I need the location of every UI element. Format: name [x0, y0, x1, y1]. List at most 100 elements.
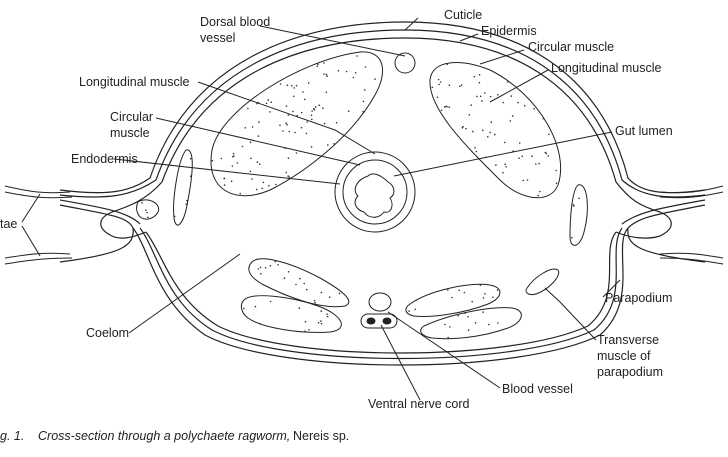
stipple-dot	[472, 130, 474, 133]
stipple-dot	[364, 66, 367, 68]
stipple-dot	[306, 121, 308, 123]
label-circular-muscle-inner: Circular	[110, 110, 153, 124]
stipple-dot	[327, 144, 329, 146]
stipple-dot	[533, 107, 535, 110]
stipple-dot	[300, 111, 303, 114]
stipple-dot	[285, 171, 288, 174]
stipple-dot	[211, 159, 214, 162]
stipple-dot	[474, 147, 476, 149]
stipple-dot	[265, 102, 268, 105]
stipple-dot	[504, 163, 507, 165]
label-transverse: Transverse	[597, 333, 659, 347]
stipple-dot	[436, 96, 439, 99]
stipple-dot	[414, 308, 417, 311]
stipple-dot	[542, 117, 545, 120]
stipple-dot	[267, 99, 270, 101]
stipple-dot	[362, 110, 364, 113]
stipple-dot	[510, 95, 513, 97]
caption-text: Cross-section through a polychaete ragwo…	[38, 429, 290, 443]
stipple-dot	[374, 78, 376, 80]
stipple-dot	[304, 98, 306, 101]
stipple-dot	[285, 122, 288, 124]
stipple-dot	[259, 322, 261, 325]
stipple-dot	[220, 157, 223, 160]
stipple-dot	[320, 320, 322, 322]
stipple-dot	[444, 323, 446, 326]
stipple-dot	[431, 86, 434, 89]
label-dorsal-blood-vessel: Dorsal blood	[200, 15, 270, 29]
stipple-dot	[257, 135, 260, 137]
stipple-dot	[304, 330, 306, 333]
stipple-dot	[572, 204, 575, 206]
stipple-dot	[461, 127, 464, 129]
stipple-dot	[555, 182, 558, 185]
label-transverse-2: muscle of	[597, 349, 651, 363]
stipple-dot	[458, 289, 461, 292]
stipple-dot	[233, 155, 235, 157]
stipple-dot	[539, 190, 541, 193]
stipple-dot	[478, 74, 481, 76]
stipple-dot	[261, 187, 264, 190]
stipple-dot	[232, 153, 235, 155]
stipple-dot	[505, 166, 507, 168]
stipple-dot	[189, 157, 192, 160]
stipple-dot	[475, 150, 478, 153]
dorsal-blood-vessel	[394, 52, 416, 74]
stipple-dot	[490, 121, 493, 123]
stipple-dot	[474, 322, 477, 324]
caption-species: Nereis sp.	[293, 429, 349, 443]
nerve-cord-right-bundle	[382, 317, 392, 325]
figure-caption: g. 1. Cross-section through a polychaete…	[0, 429, 349, 443]
stipple-dot	[479, 284, 482, 287]
stipple-dot	[345, 70, 348, 73]
stipple	[141, 55, 580, 340]
stipple-dot	[449, 326, 451, 328]
stipple-dot	[459, 85, 461, 88]
stipple-dot	[231, 165, 234, 167]
ventral-blood-vessel	[368, 292, 392, 312]
stipple-dot	[467, 329, 470, 332]
right-longitudinal-muscle	[429, 62, 562, 199]
stipple-dot	[320, 291, 323, 294]
stipple-dot	[279, 83, 282, 85]
label-longitudinal-muscle-right: Longitudinal muscle	[551, 61, 662, 75]
stipple-dot	[288, 130, 291, 133]
stipple-dot	[310, 146, 313, 148]
stipple-dot	[186, 199, 188, 202]
stipple-dot	[489, 131, 491, 134]
transverse-muscle	[525, 268, 560, 295]
stipple-dot	[282, 130, 284, 132]
stipple-dot	[502, 101, 505, 104]
stipple-dot	[185, 203, 188, 205]
stipple-dot	[244, 127, 247, 129]
left-oblique-muscle	[173, 149, 193, 226]
stipple-dot	[223, 184, 226, 186]
stipple-dot	[259, 163, 261, 165]
label-gut-lumen: Gut lumen	[615, 124, 673, 138]
stipple-dot	[145, 209, 147, 212]
stipple-dot	[492, 296, 494, 299]
stipple-dot	[249, 170, 252, 173]
stipple-dot	[471, 300, 474, 303]
stipple-dot	[317, 321, 320, 324]
stipple-dot	[232, 155, 234, 158]
stipple-dot	[440, 109, 443, 111]
label-blood-vessel: Blood vessel	[502, 382, 573, 396]
stipple-dot	[292, 110, 294, 113]
stipple-dot	[354, 72, 357, 74]
stipple-dot	[298, 307, 301, 310]
cuticle-outline	[59, 21, 706, 366]
left-parapodium-inner	[100, 211, 147, 239]
epidermis-outline	[59, 29, 706, 360]
stipple-dot	[468, 114, 471, 116]
stipple-dot	[303, 282, 306, 285]
stipple-dot	[531, 155, 533, 157]
stipple-dot	[443, 106, 446, 108]
stipple-dot	[308, 329, 310, 331]
stipple-dot	[255, 188, 258, 191]
circular-muscle-outline	[111, 37, 661, 354]
stipple-dot	[547, 155, 550, 157]
stipple-dot	[535, 163, 537, 165]
stipple-dot	[481, 100, 483, 102]
stipple-dot	[467, 315, 469, 318]
